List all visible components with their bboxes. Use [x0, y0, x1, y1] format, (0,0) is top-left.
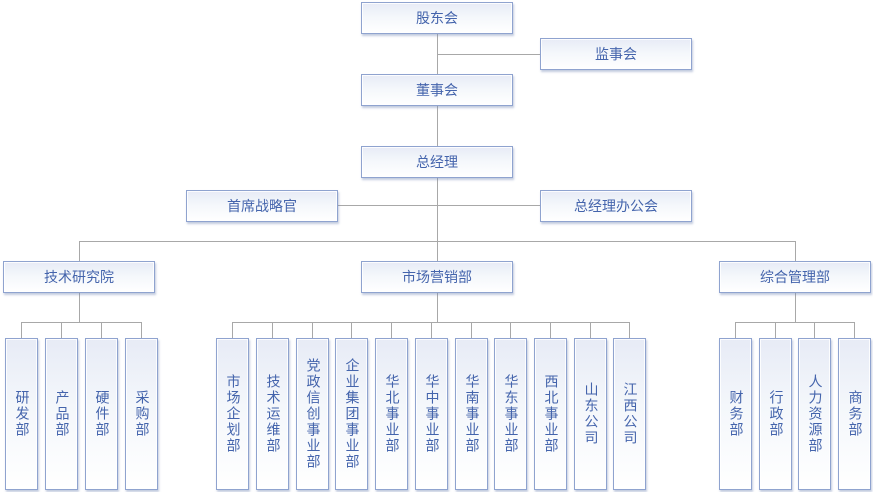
org-leaf-node: 采购部 [125, 338, 158, 490]
node-marketing-dept: 市场营销部 [361, 261, 513, 293]
node-supervisory-board: 监事会 [540, 38, 692, 70]
connector-line [391, 322, 392, 338]
org-leaf-node: 企业集团事业部 [335, 338, 368, 490]
connector-line [351, 322, 352, 338]
connector-line [101, 322, 102, 338]
org-leaf-node: 硬件部 [85, 338, 118, 490]
org-leaf-node: 江西公司 [613, 338, 646, 490]
org-leaf-node: 财务部 [719, 338, 752, 490]
connector-line [437, 106, 438, 146]
connector-line [629, 322, 630, 338]
connector-line [814, 322, 815, 338]
connector-line [437, 293, 438, 322]
node-chief-strategy-officer: 首席战略官 [186, 190, 338, 222]
org-leaf-node: 市场企划部 [216, 338, 249, 490]
connector-line [795, 241, 796, 261]
node-general-manager: 总经理 [361, 146, 513, 178]
node-general-management-dept: 综合管理部 [719, 261, 871, 293]
connector-line [590, 322, 591, 338]
connector-line [795, 293, 796, 322]
connector-line [79, 241, 80, 261]
connector-line [141, 322, 142, 338]
connector-line [437, 54, 540, 55]
org-leaf-node: 西北事业部 [534, 338, 567, 490]
connector-line [79, 293, 80, 322]
connector-line [21, 322, 22, 338]
connector-line [21, 322, 142, 323]
connector-line [272, 322, 273, 338]
connector-line [854, 322, 855, 338]
connector-line [338, 205, 540, 206]
connector-line [312, 322, 313, 338]
node-gm-office-meeting: 总经理办公会 [540, 190, 692, 222]
connector-line [735, 322, 736, 338]
org-leaf-node: 产品部 [45, 338, 78, 490]
org-leaf-node: 商务部 [838, 338, 871, 490]
org-leaf-node: 华南事业部 [455, 338, 488, 490]
node-tech-research-institute: 技术研究院 [3, 261, 155, 293]
org-leaf-node: 华东事业部 [494, 338, 527, 490]
node-board-of-directors: 董事会 [361, 74, 513, 106]
connector-line [79, 241, 796, 242]
org-leaf-node: 华北事业部 [375, 338, 408, 490]
connector-line [437, 178, 438, 261]
connector-line [471, 322, 472, 338]
connector-line [232, 322, 233, 338]
connector-line [510, 322, 511, 338]
org-leaf-node: 华中事业部 [415, 338, 448, 490]
node-shareholders: 股东会 [361, 2, 513, 34]
connector-line [550, 322, 551, 338]
org-leaf-node: 技术运维部 [256, 338, 289, 490]
connector-line [775, 322, 776, 338]
connector-line [735, 322, 855, 323]
connector-line [61, 322, 62, 338]
org-leaf-node: 人力资源部 [798, 338, 831, 490]
org-leaf-node: 行政部 [759, 338, 792, 490]
org-leaf-node: 山东公司 [574, 338, 607, 490]
org-leaf-node: 党政信创事业部 [296, 338, 329, 490]
connector-line [431, 322, 432, 338]
org-leaf-node: 研发部 [5, 338, 38, 490]
